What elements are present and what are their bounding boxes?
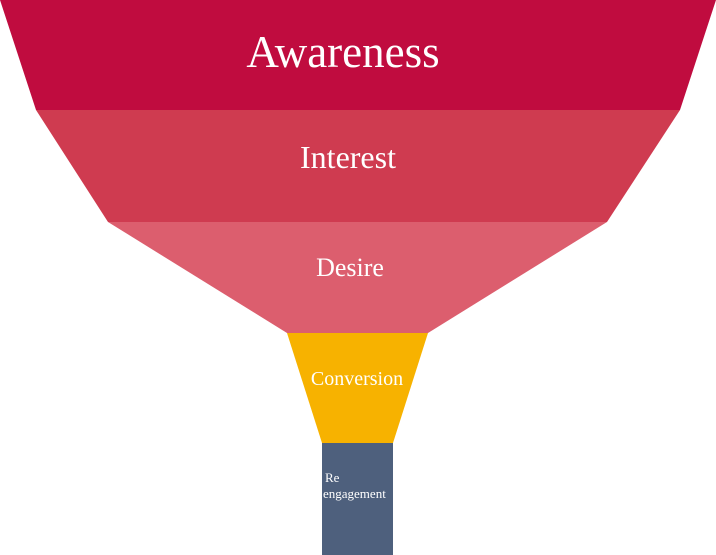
funnel-stage-reengagement: Re engagement bbox=[322, 443, 393, 555]
stage-shape-awareness bbox=[0, 0, 716, 110]
funnel-stage-interest: Interest bbox=[36, 110, 680, 222]
stage-shape-reengagement bbox=[322, 443, 393, 555]
stage-label-conversion: Conversion bbox=[311, 368, 403, 390]
stage-label-reengagement-line-1: Re bbox=[325, 470, 340, 485]
funnel-stage-conversion: Conversion bbox=[287, 333, 428, 443]
stage-shape-interest bbox=[36, 110, 680, 222]
stage-shape-conversion bbox=[287, 333, 428, 443]
stage-label-awareness: Awareness bbox=[246, 27, 439, 77]
funnel-stage-desire: Desire bbox=[108, 222, 607, 333]
stage-label-reengagement-line-2: engagement bbox=[323, 486, 386, 501]
stage-label-desire: Desire bbox=[316, 253, 384, 282]
funnel-stage-awareness: Awareness bbox=[0, 0, 716, 110]
stage-shape-desire bbox=[108, 222, 607, 333]
stage-label-interest: Interest bbox=[300, 139, 396, 175]
